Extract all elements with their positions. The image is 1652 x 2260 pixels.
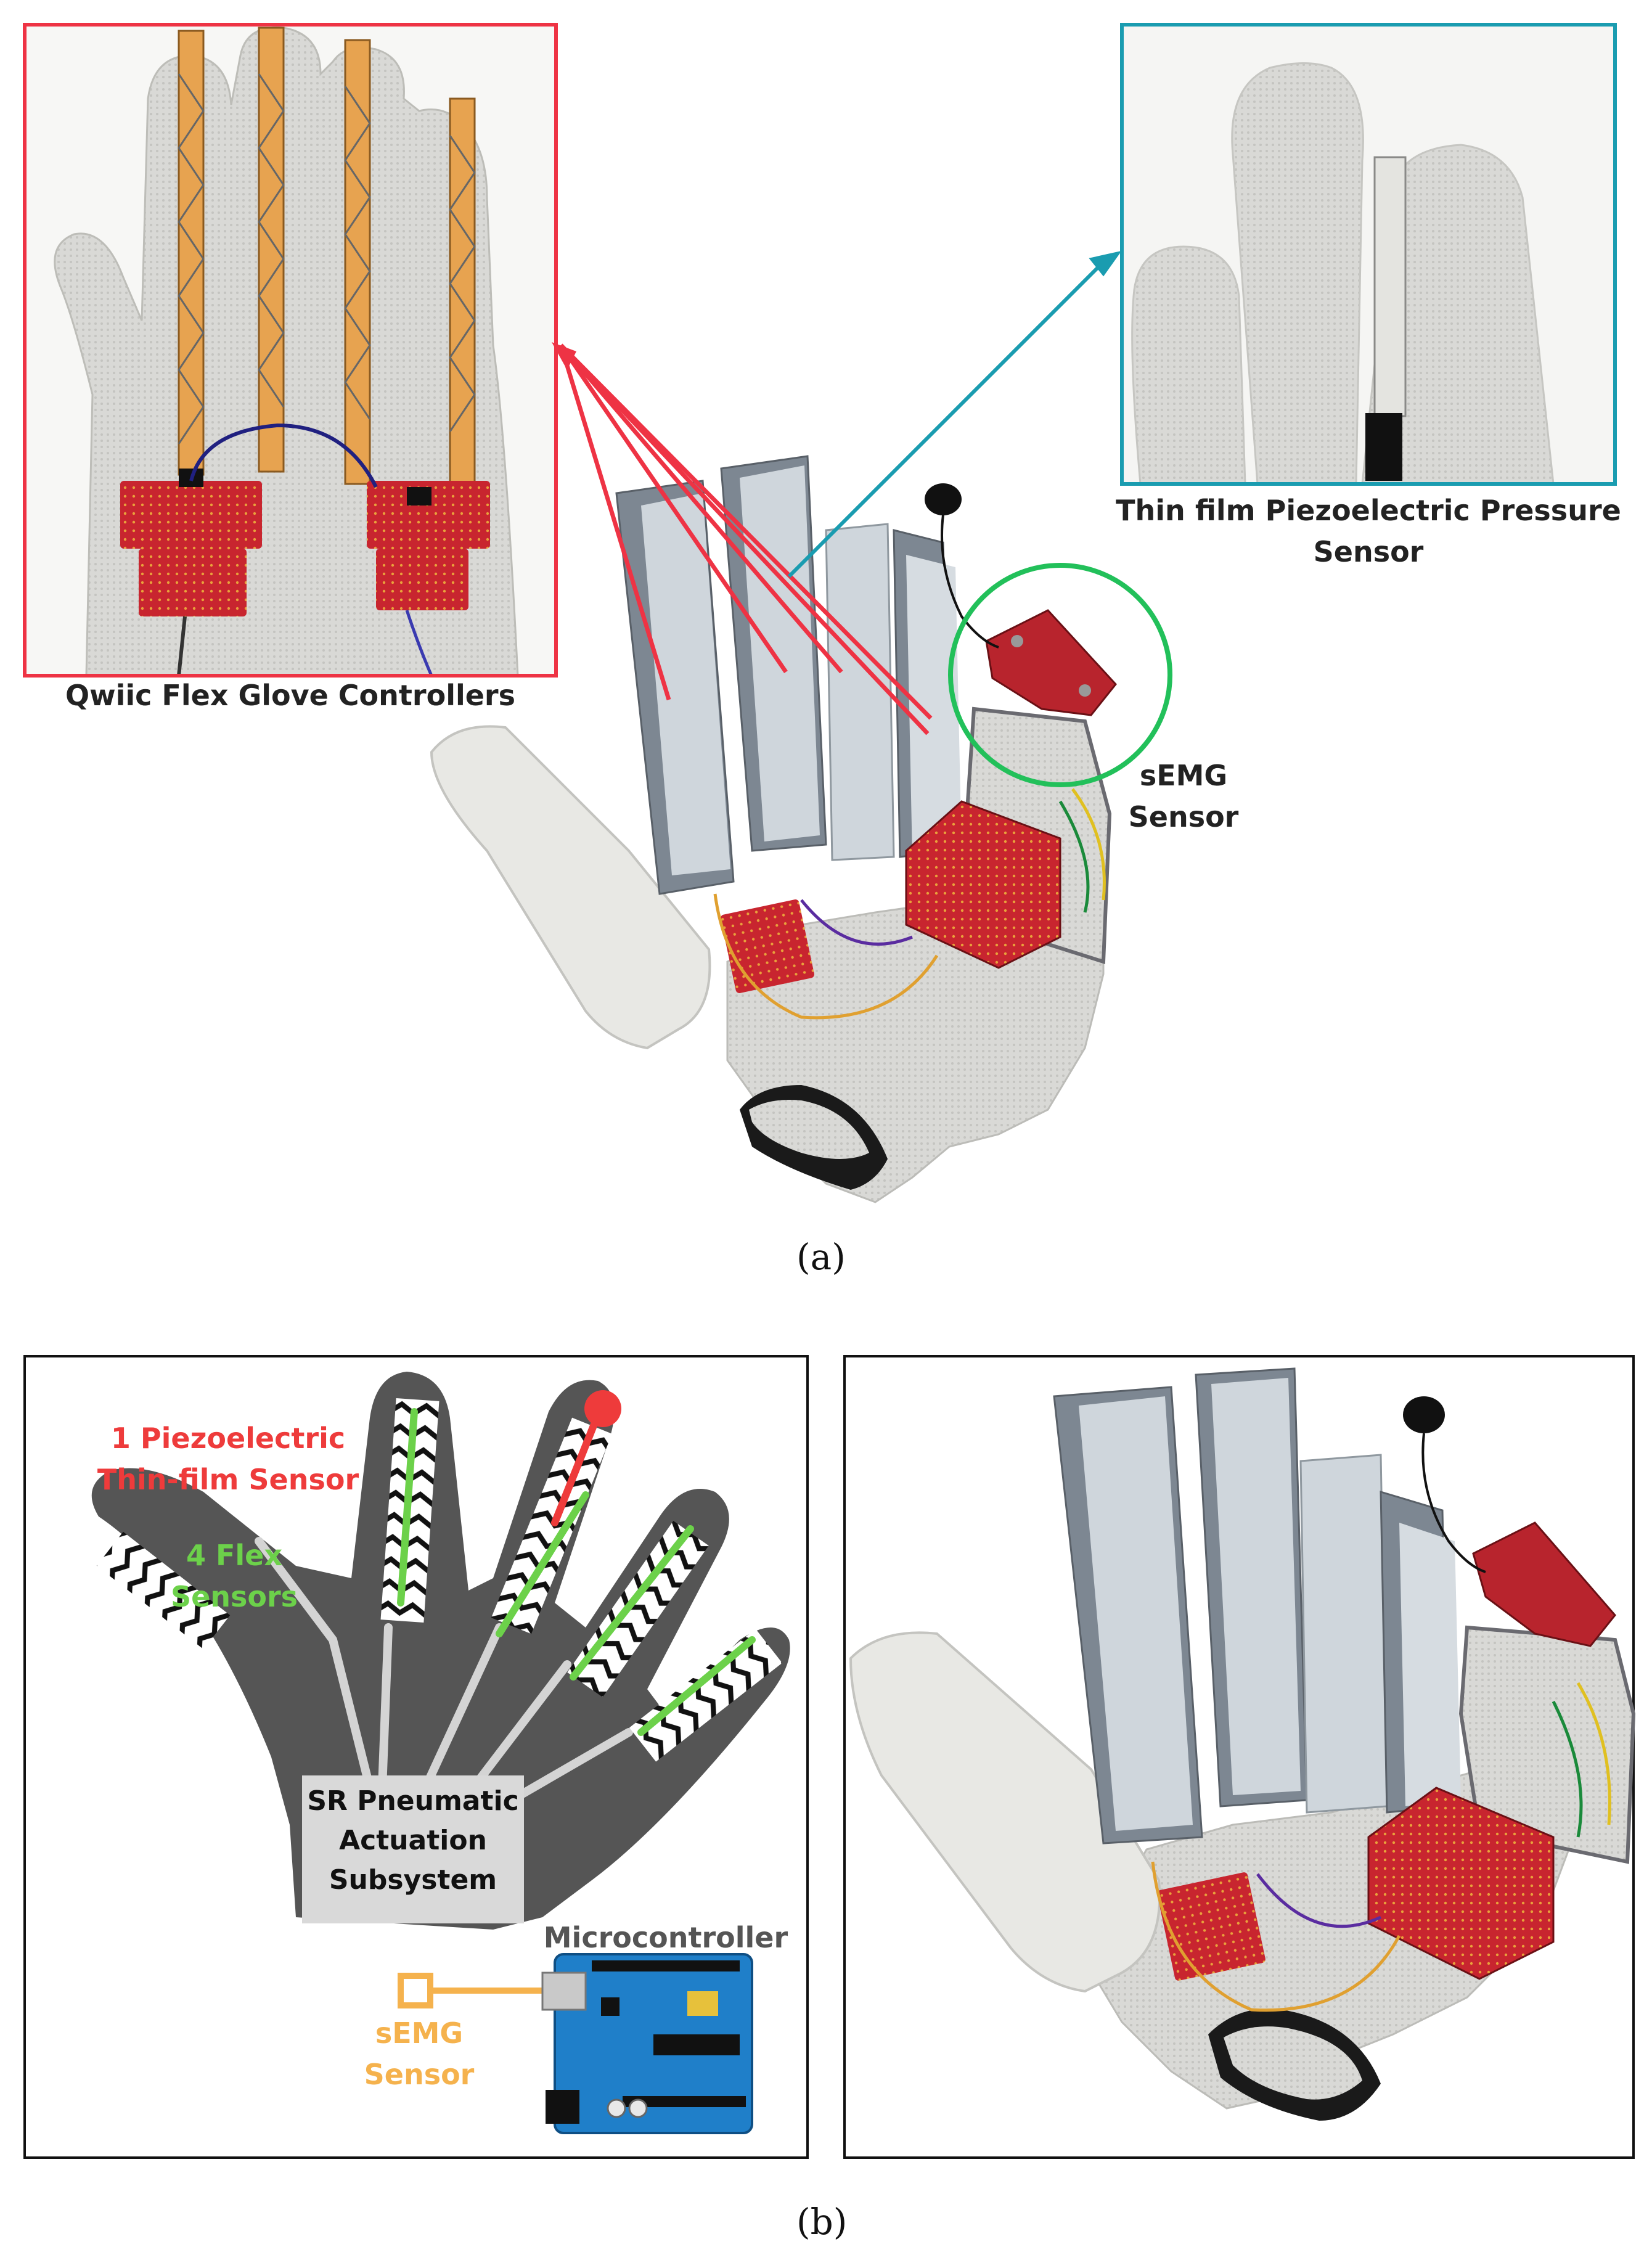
piezo-film (1373, 156, 1407, 417)
flex-strip-4 (449, 97, 476, 494)
label-piezo-sensor: Thin film Piezoelectric Pressure Sensor (1116, 494, 1621, 568)
piezo-connector (1365, 413, 1402, 481)
actuation-subsystem-box (302, 1775, 524, 1923)
piezo-photo-frame (1120, 23, 1617, 486)
hand-silhouette (91, 1372, 790, 1930)
pneumatic-channels (255, 1537, 633, 1804)
label-semg-sensor: sEMG Sensor (1128, 759, 1239, 833)
piezo-sensor-photo (1122, 25, 1615, 485)
flex-strip-3 (344, 39, 371, 485)
label-piezo-thin-film: 1 Piezoelectric Thin-film Sensor (97, 1422, 359, 1496)
label-actuation-subsystem: SR Pneumatic Actuation Subsystem (307, 1785, 519, 1896)
piezo-callout-arrow (787, 250, 1122, 578)
caption-b: (b) (796, 2201, 848, 2243)
pinky-chevrons (629, 1629, 782, 1762)
flex-controller-board-1 (120, 481, 262, 549)
label-flex-sensors: 4 Flex Sensors (170, 1539, 298, 1613)
semg-highlight-circle (948, 563, 1172, 787)
flex-callout-lines (558, 343, 933, 735)
semg-sensor-icon (398, 1973, 433, 2008)
flex-glove-photo (25, 25, 556, 677)
flex-controller-board-2 (367, 481, 490, 549)
flex-sensor-lines (397, 1408, 756, 1736)
caption-a: (a) (796, 1236, 846, 1278)
flex-glove-photo-frame (23, 23, 558, 678)
flex-strip-2 (258, 27, 285, 473)
exoskeleton-glove-photo-b (849, 1367, 1636, 2121)
label-semg-sensor-b: sEMG Sensor (364, 2016, 475, 2091)
ring-chevrons (567, 1521, 709, 1697)
exoskeleton-glove-photo (430, 455, 1117, 1203)
label-microcontroller: Microcontroller (543, 1921, 788, 1954)
piezo-sensor-line (551, 1411, 602, 1526)
microcontroller-board (541, 1953, 753, 2134)
piezo-sensor-dot (584, 1390, 621, 1427)
middle-chevrons (491, 1417, 613, 1634)
thumb-chevrons (96, 1531, 231, 1650)
label-flex-controllers: Qwiic Flex Glove Controllers (65, 679, 515, 712)
